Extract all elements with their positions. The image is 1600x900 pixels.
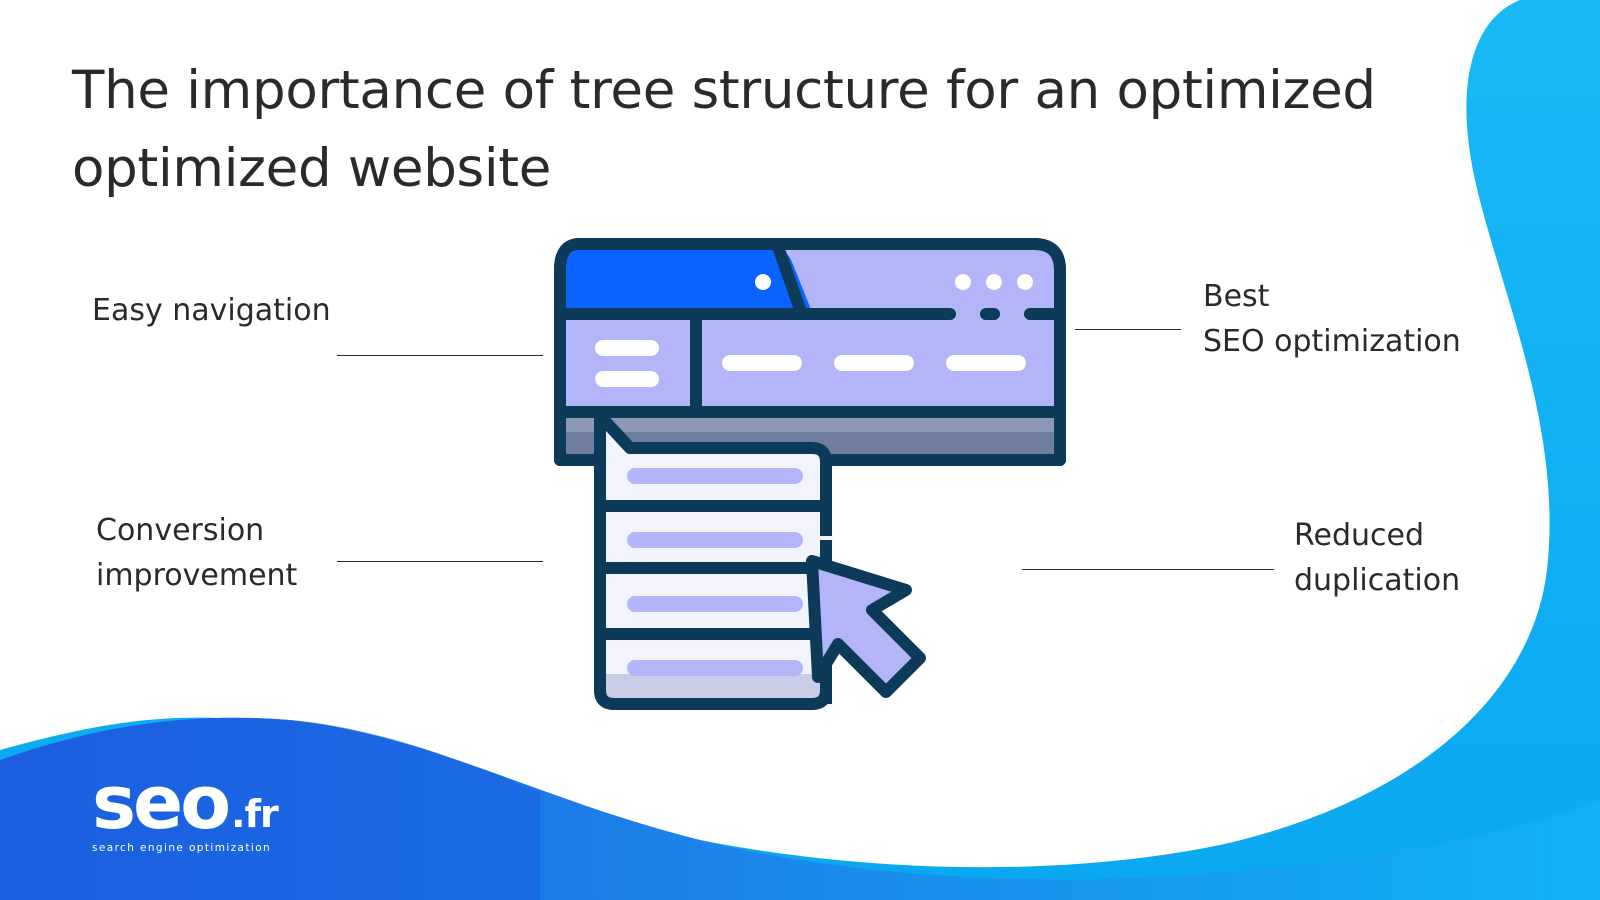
logo-name: seo (92, 760, 231, 846)
label-easy-navigation: Easy navigation (92, 288, 331, 333)
label-easy-navigation-text: Easy navigation (92, 293, 331, 328)
label-reduced-line2: duplication (1294, 563, 1461, 598)
label-best-seo-line2: SEO optimization (1203, 324, 1461, 359)
logo-tagline: search engine optimization (92, 842, 272, 854)
window-control-dot-1 (955, 274, 971, 290)
browser-active-tab (566, 250, 812, 312)
connector-line-reduced-duplication (1022, 569, 1274, 570)
label-conversion-line2: improvement (96, 558, 298, 593)
label-best-seo: Best SEO optimization (1203, 274, 1461, 364)
cursor-arrow-icon (806, 555, 926, 698)
list-item-bar-1 (627, 468, 803, 484)
sidebar-line-1 (595, 340, 659, 356)
logo-tld: .fr (231, 792, 279, 836)
list-item-bar-2 (627, 532, 803, 548)
content-line-2 (834, 355, 914, 371)
label-best-seo-line1: Best (1203, 279, 1270, 314)
logo-wordmark: seo .fr (92, 760, 322, 846)
label-reduced-line1: Reduced (1294, 518, 1425, 553)
content-line-1 (722, 355, 802, 371)
tab-dot (755, 274, 771, 290)
bottom-wave-left-shade (0, 717, 540, 900)
label-conversion-line1: Conversion (96, 513, 265, 548)
label-reduced-duplication: Reduced duplication (1294, 513, 1460, 603)
connector-line-conversion (337, 561, 543, 562)
window-control-dot-3 (1017, 274, 1033, 290)
connector-line-best-seo (1075, 329, 1181, 330)
connector-line-easy-navigation (337, 355, 543, 356)
label-conversion: Conversion improvement (96, 508, 297, 598)
window-control-dot-2 (986, 274, 1002, 290)
page-title: The importance of tree structure for an … (72, 60, 1376, 199)
list-item-bar-4 (627, 660, 803, 676)
seo-fr-logo: seo .fr search engine optimization (92, 760, 322, 854)
list-item-bar-3 (627, 596, 803, 612)
content-line-3 (946, 355, 1026, 371)
sidebar-line-2 (595, 371, 659, 387)
